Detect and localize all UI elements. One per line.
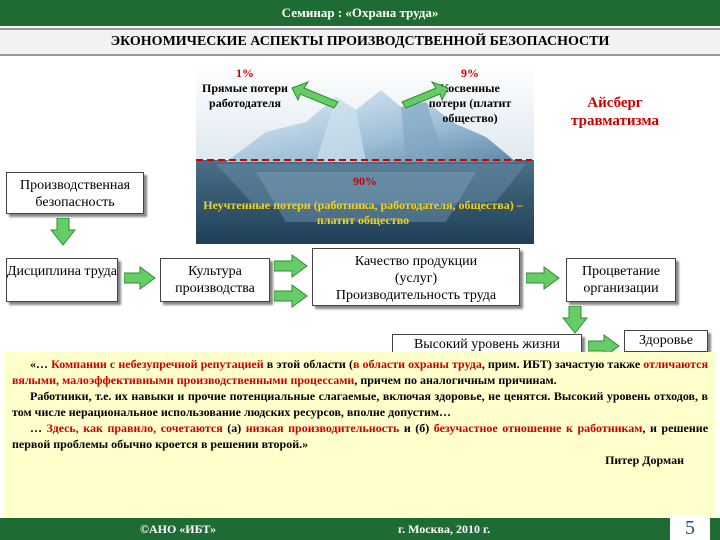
iceberg-image <box>196 62 534 244</box>
indirect-losses-percent: 9% <box>461 66 479 80</box>
safety-box: Производственная безопасность <box>6 172 144 214</box>
quote-author: Питер Дорман <box>605 453 684 467</box>
direct-losses-text: Прямые потери работодателя <box>202 81 288 110</box>
culture-box: Культура производства <box>160 258 270 302</box>
indirect-losses-label: 9% Косвенные потери (платит общество) <box>420 66 520 126</box>
direct-losses-label: 1% Прямые потери работодателя <box>198 66 292 111</box>
arrow-up-left-icon <box>291 80 339 109</box>
quote-text: , прим. ИБТ) зачастую также <box>481 357 644 371</box>
waterline-divider <box>196 159 532 161</box>
arrow-right-icon <box>274 284 308 308</box>
quote-text: … <box>30 421 47 435</box>
iceberg-caption: Айсберг травматизма <box>571 95 659 129</box>
quote-highlight: безучастное отношение к работникам <box>433 421 643 435</box>
arrow-right-icon <box>526 266 560 290</box>
quality-productivity-box: Качество продукции (услуг) Производитель… <box>312 248 520 306</box>
quote-highlight: в области охраны труда <box>352 357 482 371</box>
hidden-losses-percent: 90% <box>353 174 377 188</box>
quote-highlight: Компании с небезупречной репутацией <box>51 357 264 371</box>
footer-org: ©АНО «ИБТ» <box>140 522 217 536</box>
quote-text: и (б) <box>399 421 434 435</box>
quote-paragraph-2: Работники, т.е. их навыки и прочие потен… <box>12 389 708 419</box>
arrow-right-icon <box>588 334 620 358</box>
slide-title: ЭКОНОМИЧЕСКИЕ АСПЕКТЫ ПРОИЗВОДСТВЕННОЙ Б… <box>0 28 720 56</box>
quote-text: «… <box>30 357 52 371</box>
quote-highlight: Здесь, как правило, сочетаются <box>46 421 223 435</box>
discipline-box: Дисциплина труда <box>6 258 118 302</box>
arrow-down-icon <box>562 306 588 334</box>
health-box: Здоровье <box>624 330 708 352</box>
seminar-header: Семинар : «Охрана труда» <box>0 0 720 26</box>
arrow-down-icon <box>50 218 76 246</box>
indirect-losses-text: Косвенные потери (платит общество) <box>428 81 512 125</box>
arrow-up-right-icon <box>401 80 449 109</box>
quality-text: Качество продукции (услуг) <box>354 254 478 286</box>
quote-text: (а) <box>222 421 246 435</box>
quote-text: в этой области ( <box>263 357 353 371</box>
quote-text: , причем по аналогичным причинам. <box>354 373 557 387</box>
arrow-right-icon <box>274 254 308 278</box>
prosperity-box: Процветание организации <box>566 258 676 302</box>
quote-highlight: низкая производительность <box>245 421 400 435</box>
quote-paragraph-3: … Здесь, как правило, сочетаются (а) низ… <box>12 420 708 452</box>
footer-bar: ©АНО «ИБТ» г. Москва, 2010 г. <box>0 518 720 540</box>
hidden-losses-text: Неучтенные потери (работника, работодате… <box>203 198 523 227</box>
arrow-right-icon <box>124 266 156 290</box>
quote-highlight: отличаются вялыми, малоэффективными прои… <box>12 357 709 387</box>
quote-paragraph-1: «… Компании с небезупречной репутацией в… <box>12 356 708 388</box>
page-number: 5 <box>670 516 710 540</box>
footer-city: г. Москва, 2010 г. <box>398 522 491 536</box>
productivity-text: Производительность труда <box>335 288 497 303</box>
quote-text: , и решение первой проблемы обычно кроет… <box>12 421 709 451</box>
direct-losses-percent: 1% <box>236 66 254 80</box>
quote-block: «… Компании с небезупречной репутацией в… <box>4 352 716 518</box>
